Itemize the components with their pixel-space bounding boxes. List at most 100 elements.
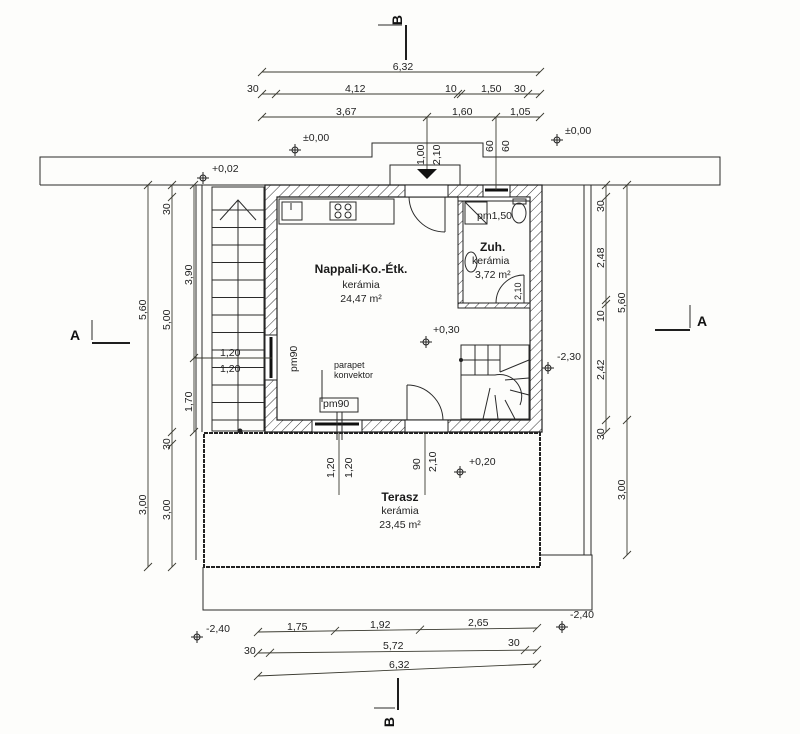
terrace bbox=[203, 432, 541, 568]
dim-text: 1,92 bbox=[370, 619, 391, 631]
dim-text: 2,42 bbox=[595, 359, 607, 380]
dimension-tick bbox=[257, 67, 267, 77]
dim-text: 1,70 bbox=[183, 391, 195, 412]
room-living-floor: kerámia bbox=[342, 279, 380, 291]
dim-text: 1,60 bbox=[452, 106, 473, 118]
dim-text: 2,65 bbox=[468, 617, 489, 629]
dim-text: 3,67 bbox=[336, 106, 357, 118]
dimension-tick bbox=[532, 659, 542, 669]
room-bath: Zuh. kerámia 3,72 m² bbox=[472, 240, 511, 281]
dimension-tick bbox=[622, 550, 632, 560]
top-strip bbox=[39, 142, 721, 186]
dimension-tick bbox=[167, 192, 177, 202]
room-bath-area: 3,72 m² bbox=[475, 269, 511, 281]
dimension-tick bbox=[622, 180, 632, 190]
dimension-tick bbox=[453, 89, 463, 99]
level-corner: +0,02 bbox=[212, 163, 239, 175]
room-living-area: 24,47 m² bbox=[340, 293, 382, 305]
level-bottom-left: -2,40 bbox=[206, 623, 230, 635]
level-living: +0,30 bbox=[433, 324, 460, 336]
level-terrace: +0,20 bbox=[469, 456, 496, 468]
dim-text: 5,60 bbox=[616, 292, 628, 313]
konvektor-label: konvektor bbox=[334, 370, 373, 380]
dimension-tick bbox=[532, 645, 542, 655]
dim-text: 30 bbox=[161, 438, 173, 450]
dim-text: 3,00 bbox=[161, 499, 173, 520]
dim-text: 30 bbox=[247, 83, 259, 95]
sink-icon bbox=[281, 201, 303, 221]
room-bath-floor: kerámia bbox=[472, 255, 510, 267]
dimension-tick bbox=[422, 112, 432, 122]
dim-text: 30 bbox=[595, 428, 607, 440]
room-terrace-name: Terasz bbox=[381, 490, 418, 504]
section-markers: B B A A bbox=[70, 15, 707, 727]
dimension-tick bbox=[622, 415, 632, 425]
dim-text: 1,20 bbox=[325, 457, 337, 478]
site-lines bbox=[195, 185, 593, 611]
bathroom-fixtures bbox=[464, 198, 527, 304]
pm90-left-label: pm90 bbox=[288, 346, 300, 372]
dimension-tick bbox=[253, 627, 263, 637]
pm150-label: pm1,50 bbox=[477, 210, 512, 222]
bath-door-height: 2,10 bbox=[513, 282, 523, 300]
dim-text: 1,00 bbox=[415, 144, 427, 165]
dimension-tick bbox=[601, 427, 611, 437]
entry-door bbox=[408, 196, 446, 233]
room-living: Nappali-Ko.-Étk. kerámia 24,47 m² bbox=[315, 261, 408, 305]
pm90-bottom-label: pm90 bbox=[323, 398, 349, 410]
terrace-door bbox=[406, 384, 444, 421]
parapet-label: parapet bbox=[334, 360, 365, 370]
dim-text: 10 bbox=[445, 83, 457, 95]
dimension-tick bbox=[601, 299, 611, 309]
dim-text: 1,20 bbox=[220, 363, 241, 375]
section-a-left: A bbox=[70, 327, 80, 343]
dim-text: 1,20 bbox=[220, 347, 241, 359]
dimension-tick bbox=[257, 89, 267, 99]
section-b-bottom: B bbox=[381, 717, 397, 727]
room-terrace-area: 23,45 m² bbox=[379, 519, 421, 531]
dim-text: 5,60 bbox=[137, 299, 149, 320]
dim-text: 2,10 bbox=[431, 144, 443, 165]
dimension-tick bbox=[167, 427, 177, 437]
dimension-tick bbox=[491, 112, 501, 122]
dimension-tick bbox=[330, 626, 340, 636]
level-top-left: ±0,00 bbox=[303, 132, 329, 144]
dimension-tick bbox=[167, 562, 177, 572]
dim-text: 1,20 bbox=[343, 457, 355, 478]
level-marker-icon bbox=[191, 631, 203, 643]
dimension-tick bbox=[601, 295, 611, 305]
dim-bottom-total: 6,32 bbox=[389, 659, 410, 671]
house-walls bbox=[264, 184, 543, 433]
dimension-tick bbox=[189, 180, 199, 190]
dimension-tick bbox=[456, 89, 466, 99]
room-terrace: Terasz kerámia 23,45 m² bbox=[379, 490, 421, 531]
dimension-tick bbox=[271, 89, 281, 99]
level-marker-icon bbox=[289, 144, 301, 156]
dim-text: 3,90 bbox=[183, 264, 195, 285]
dimension-tick bbox=[253, 671, 263, 681]
level-markers bbox=[191, 134, 568, 643]
level-stair: -2,30 bbox=[557, 351, 581, 363]
dimension-texts: 6,32 30 4,12 10 1,50 30 3,67 1,60 1,05 1… bbox=[137, 61, 628, 671]
dimension-tick bbox=[535, 67, 545, 77]
section-a-right: A bbox=[697, 313, 707, 329]
dimension-tick bbox=[143, 562, 153, 572]
dimension-tick bbox=[601, 180, 611, 190]
room-terrace-floor: kerámia bbox=[381, 505, 419, 517]
dimension-tick bbox=[601, 415, 611, 425]
dimension-tick bbox=[143, 180, 153, 190]
dimension-tick bbox=[535, 112, 545, 122]
dimension-lines bbox=[143, 67, 632, 681]
level-marker-icon bbox=[556, 621, 568, 633]
level-marker-icon bbox=[542, 362, 554, 374]
stove-icon bbox=[329, 201, 357, 221]
dim-text: 1,75 bbox=[287, 621, 308, 633]
dim-text: 10 bbox=[595, 310, 607, 322]
kitchen-counter bbox=[278, 198, 395, 225]
dimension-tick bbox=[189, 427, 199, 437]
dimension-tick bbox=[601, 192, 611, 202]
room-bath-name: Zuh. bbox=[480, 240, 505, 254]
dim-text: 30 bbox=[508, 637, 520, 649]
dimension-tick bbox=[189, 353, 199, 363]
dim-text: 30 bbox=[595, 200, 607, 212]
